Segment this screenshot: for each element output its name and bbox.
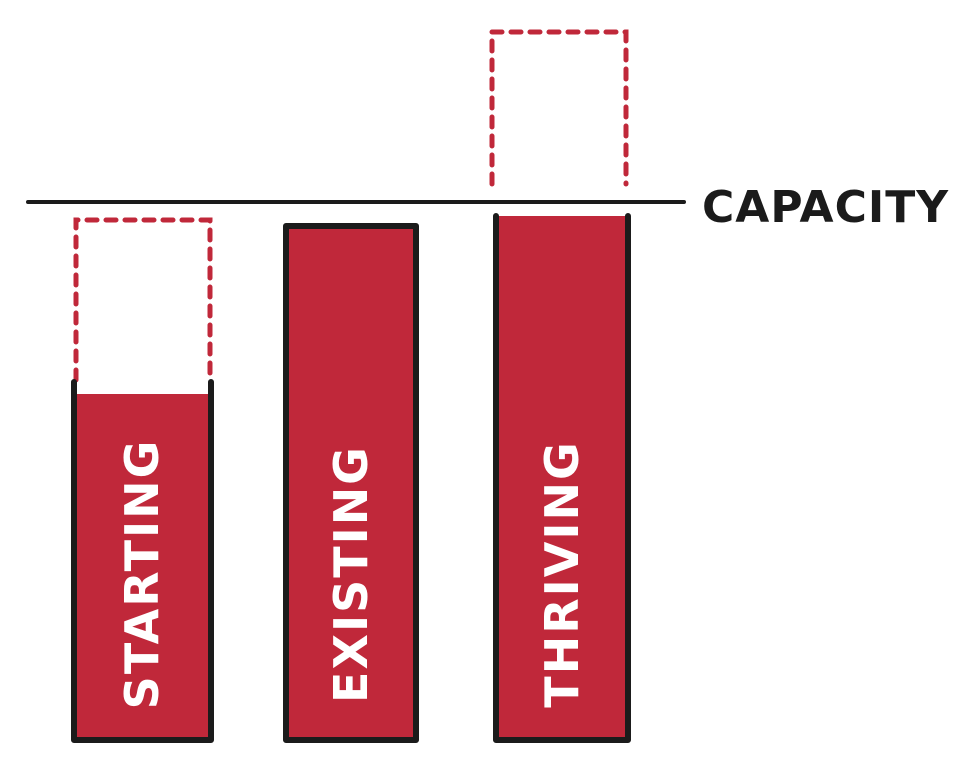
bar-existing-fill	[283, 223, 419, 743]
bar-starting: STARTING	[71, 217, 214, 743]
bar-starting-growth-outline	[73, 217, 213, 383]
bar-thriving-outline	[493, 213, 631, 743]
bar-existing: EXISTING	[283, 223, 419, 743]
capacity-label: CAPACITY	[702, 182, 949, 233]
bar-starting-label: STARTING	[115, 439, 169, 710]
bar-thriving: THRIVING	[489, 29, 631, 743]
bar-thriving-label: THRIVING	[535, 440, 589, 707]
bar-thriving-growth-outline	[489, 29, 629, 187]
bar-thriving-fill	[496, 216, 628, 740]
bar-starting-fill	[74, 394, 211, 740]
bar-starting-outline	[71, 379, 214, 743]
bar-existing-label: EXISTING	[324, 445, 378, 703]
